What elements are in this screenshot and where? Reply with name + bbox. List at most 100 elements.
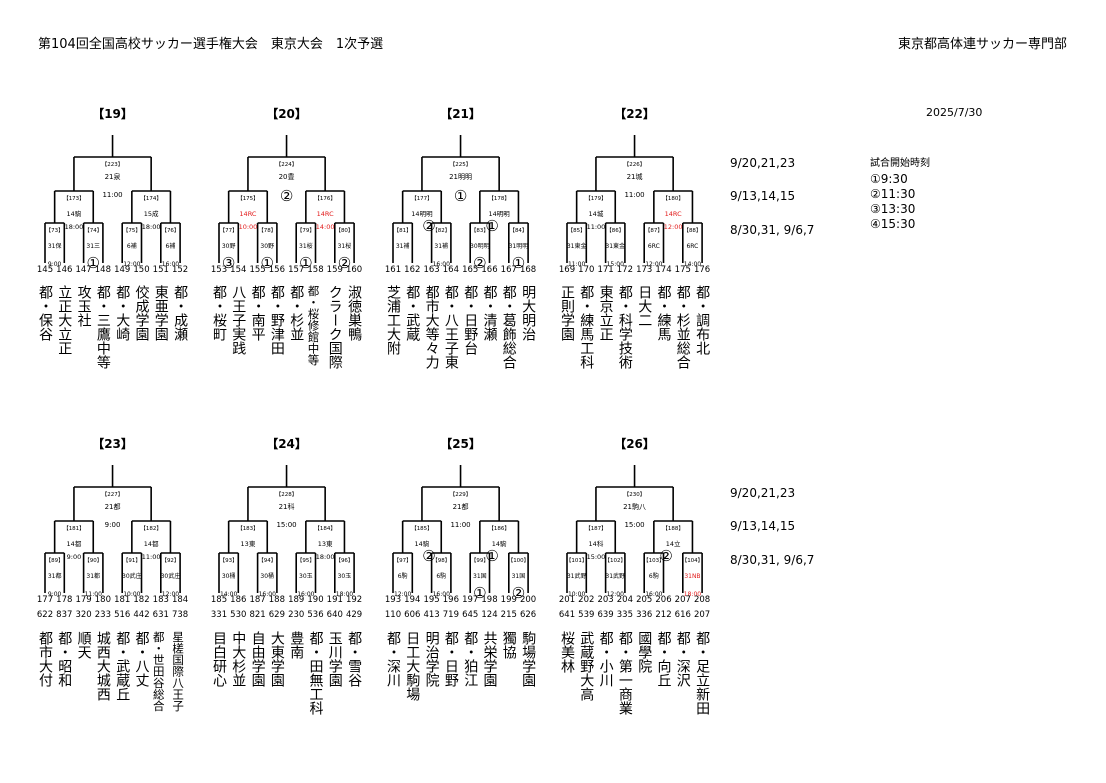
final-game-id: 【226】 bbox=[623, 162, 646, 168]
game-time: 11:00 bbox=[567, 261, 586, 268]
semi-time: 11:00 bbox=[141, 553, 161, 561]
semi-round-marker: ② bbox=[422, 547, 436, 565]
team-name: 立正大立正 bbox=[56, 285, 73, 355]
school-code: 606 bbox=[404, 610, 421, 620]
slot-number: 161 bbox=[384, 265, 402, 275]
final-game-id: 【229】 bbox=[449, 492, 472, 498]
school-code: 616 bbox=[674, 610, 691, 620]
slot-number: 197 bbox=[462, 595, 479, 605]
semi-venue: 14立 bbox=[665, 540, 681, 548]
team-name: 獨協 bbox=[500, 631, 517, 659]
final-venue: 21科 bbox=[278, 503, 295, 511]
team-name: 都・田無工科 bbox=[307, 631, 324, 715]
semi-game-id: 【173】 bbox=[63, 196, 85, 202]
round-semi-dates: 9/13,14,15 bbox=[730, 189, 796, 203]
team-name: 大東学園 bbox=[268, 631, 285, 687]
final-venue: 21泉 bbox=[104, 173, 121, 181]
semi-venue: 14都 bbox=[143, 540, 159, 548]
organization-name: 東京都高体連サッカー専門部 bbox=[898, 37, 1068, 52]
school-code: 622 bbox=[36, 610, 54, 620]
semi-game-id: 【188】 bbox=[662, 526, 684, 532]
team-name: 都・日野 bbox=[442, 631, 459, 687]
school-code: 516 bbox=[114, 610, 131, 620]
slot-number: 186 bbox=[230, 595, 247, 605]
slot-number: 169 bbox=[558, 265, 576, 275]
game-venue: 6補 bbox=[165, 243, 176, 250]
slot-number: 192 bbox=[345, 595, 363, 605]
game-time: 12:00 bbox=[645, 261, 663, 268]
team-name: 都・武蔵丘 bbox=[114, 631, 131, 701]
team-name: 都・昭和 bbox=[56, 631, 73, 687]
game-venue: 31三 bbox=[86, 243, 101, 250]
game-id: 【104】 bbox=[681, 558, 704, 564]
game-time: 10:00 bbox=[123, 591, 141, 598]
slot-number: 150 bbox=[133, 265, 150, 275]
page-title: 第104回全国高校サッカー選手権大会 東京大会 1次予選 bbox=[38, 37, 384, 52]
start-time-1: ①9:30 bbox=[870, 172, 908, 186]
team-name: 都・練馬 bbox=[655, 285, 672, 341]
game-venue: 31桜 bbox=[299, 243, 313, 250]
game-id: 【85】 bbox=[567, 228, 586, 234]
slot-number: 153 bbox=[210, 265, 228, 275]
start-time-3: ③13:30 bbox=[870, 202, 916, 216]
slot-number: 148 bbox=[94, 265, 111, 275]
game-venue: 31桜 bbox=[337, 243, 352, 250]
game-venue: 6駒 bbox=[436, 573, 447, 580]
game-venue: 31NB bbox=[684, 573, 701, 580]
game-round-marker: ① bbox=[473, 584, 487, 602]
semi-time: 18:00 bbox=[315, 553, 335, 561]
game-time: 10:00 bbox=[567, 591, 586, 598]
semi-venue: 14駒 bbox=[491, 540, 507, 548]
team-name: 豊南 bbox=[288, 631, 305, 659]
slot-number: 160 bbox=[345, 265, 363, 275]
school-code: 335 bbox=[616, 610, 633, 620]
school-code: 536 bbox=[307, 610, 324, 620]
semi-time: 15:00 bbox=[586, 553, 606, 561]
slot-number: 172 bbox=[616, 265, 633, 275]
team-name: 芝浦工大附 bbox=[385, 285, 401, 355]
game-round-marker: ① bbox=[260, 254, 274, 272]
slot-number: 190 bbox=[307, 595, 324, 605]
semi-venue: 14RC bbox=[239, 210, 257, 218]
block-title: 【21】 bbox=[440, 107, 481, 121]
game-venue: 30武庄 bbox=[122, 573, 142, 580]
team-name: 目白研心 bbox=[211, 631, 227, 687]
semi-game-id: 【186】 bbox=[488, 526, 510, 532]
game-id: 【77】 bbox=[219, 228, 238, 234]
semi-venue: 14RC bbox=[316, 210, 334, 218]
slot-number: 183 bbox=[152, 595, 169, 605]
game-time: 12:00 bbox=[123, 261, 141, 268]
team-name: 明大明治 bbox=[520, 285, 537, 341]
slot-number: 182 bbox=[133, 595, 150, 605]
semi-venue: 13東 bbox=[240, 540, 256, 548]
slot-number: 162 bbox=[404, 265, 421, 275]
slot-number: 154 bbox=[230, 265, 247, 275]
semi-time: 14:00 bbox=[315, 223, 335, 231]
team-name: 都・調布北 bbox=[694, 285, 711, 355]
game-id: 【84】 bbox=[509, 228, 528, 234]
team-name: 都・成瀬 bbox=[172, 285, 189, 341]
final-game-id: 【223】 bbox=[101, 162, 124, 168]
game-id: 【76】 bbox=[161, 228, 180, 234]
school-code: 629 bbox=[268, 610, 285, 620]
game-id: 【81】 bbox=[393, 228, 412, 234]
block-title: 【24】 bbox=[266, 437, 307, 451]
final-venue: 21明明 bbox=[449, 173, 472, 181]
semi-venue: 13東 bbox=[317, 540, 333, 548]
school-code: 639 bbox=[597, 610, 614, 620]
slot-number: 163 bbox=[423, 265, 440, 275]
final-game-id: 【228】 bbox=[275, 492, 298, 498]
team-name: 國學院 bbox=[636, 631, 653, 673]
school-code: 645 bbox=[462, 610, 479, 620]
school-code: 821 bbox=[249, 610, 266, 620]
team-name: 都・向丘 bbox=[655, 631, 672, 687]
game-venue: 30桶 bbox=[260, 573, 275, 580]
round-final-dates: 9/20,21,23 bbox=[730, 156, 796, 170]
slot-number: 147 bbox=[75, 265, 92, 275]
slot-number: 146 bbox=[56, 265, 73, 275]
school-code: 429 bbox=[345, 610, 363, 620]
game-venue: 31国 bbox=[511, 573, 526, 580]
team-name: 都・南平 bbox=[249, 285, 266, 341]
game-id: 【91】 bbox=[122, 558, 141, 564]
team-name: 都・深川 bbox=[385, 631, 401, 687]
